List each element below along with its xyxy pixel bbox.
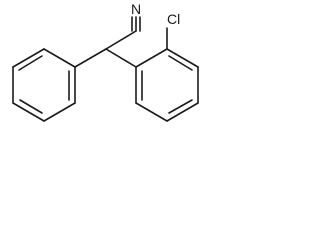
double-bond-inner [19,99,43,114]
structure-canvas: N Cl [0,0,216,133]
bond [12,48,45,68]
nitrile-triple-bond [131,16,141,32]
bond [74,48,107,68]
bond [12,102,45,122]
double-bond-inner [168,55,193,71]
chemical-structure: N Cl [12,1,199,122]
bond [166,102,199,122]
bond [43,102,76,122]
bond [105,48,137,68]
bond [43,48,76,68]
chlorine-label: Cl [167,11,180,27]
double-bond-inner [18,55,43,71]
bond [135,48,168,68]
bond [135,102,168,122]
double-bond-inner [168,99,193,114]
chlorophenyl-ring [135,48,199,122]
phenyl-ring [12,48,76,122]
bond [105,30,137,50]
nitrogen-label: N [131,1,141,17]
bond [166,48,199,68]
